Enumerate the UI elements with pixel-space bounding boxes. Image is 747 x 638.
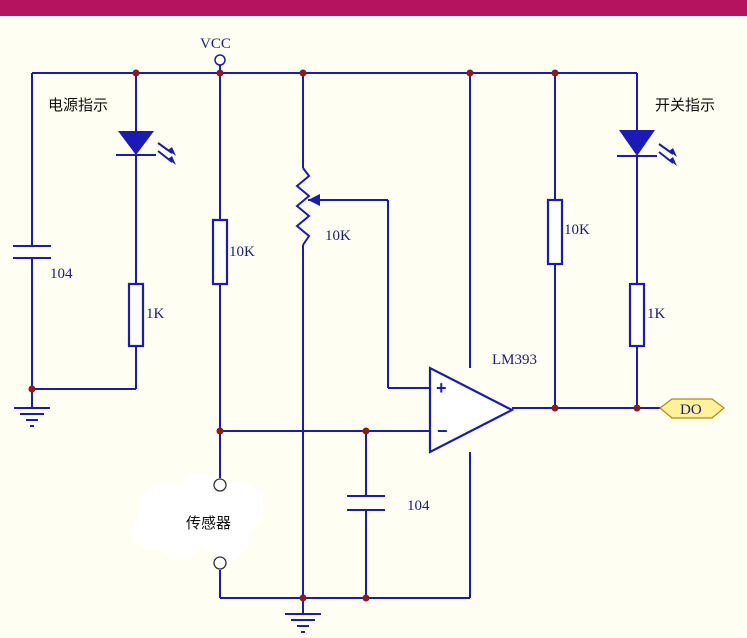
ground-left-icon (14, 389, 50, 427)
cap-left-label: 104 (50, 266, 73, 282)
minus-input-sign: − (437, 421, 448, 441)
sensor-terminal-bottom-icon (213, 556, 227, 570)
vcc-terminal-icon (214, 54, 226, 66)
switch-led-icon (617, 130, 677, 166)
wires (31, 60, 660, 614)
comparator-icon (428, 366, 515, 454)
resistor-10k-a-icon (211, 218, 229, 286)
sensor-terminal-top-icon (213, 478, 227, 492)
power-led-icon (116, 131, 176, 165)
capacitor-left-icon (13, 245, 51, 259)
top-accent-bar (0, 0, 747, 16)
power-indicator-label: 电源指示 (48, 96, 108, 114)
ground-bottom-icon (285, 613, 321, 633)
res-10k-b-label: 10K (564, 222, 590, 238)
res-left-1k-label: 1K (146, 306, 165, 322)
resistor-left-1k-icon (127, 282, 145, 348)
output-tag-icon (659, 398, 725, 419)
switch-indicator-label: 开关指示 (655, 96, 715, 114)
res-10k-a-label: 10K (229, 244, 255, 260)
potentiometer-icon (295, 167, 320, 246)
chip-label: LM393 (492, 352, 537, 368)
capacitor-bottom-icon (347, 495, 385, 511)
cap-bottom-label: 104 (407, 498, 430, 514)
junctions (28, 69, 641, 602)
plus-input-sign: + (436, 378, 447, 398)
res-right-1k-label: 1K (647, 306, 666, 322)
vcc-label: VCC (200, 36, 231, 52)
sensor-cloud-icon (132, 474, 264, 561)
resistor-right-1k-icon (628, 282, 646, 348)
output-label: DO (680, 402, 702, 418)
pot-10k-label: 10K (325, 228, 351, 244)
sensor-label: 传感器 (186, 514, 231, 532)
resistor-10k-b-icon (546, 198, 564, 266)
